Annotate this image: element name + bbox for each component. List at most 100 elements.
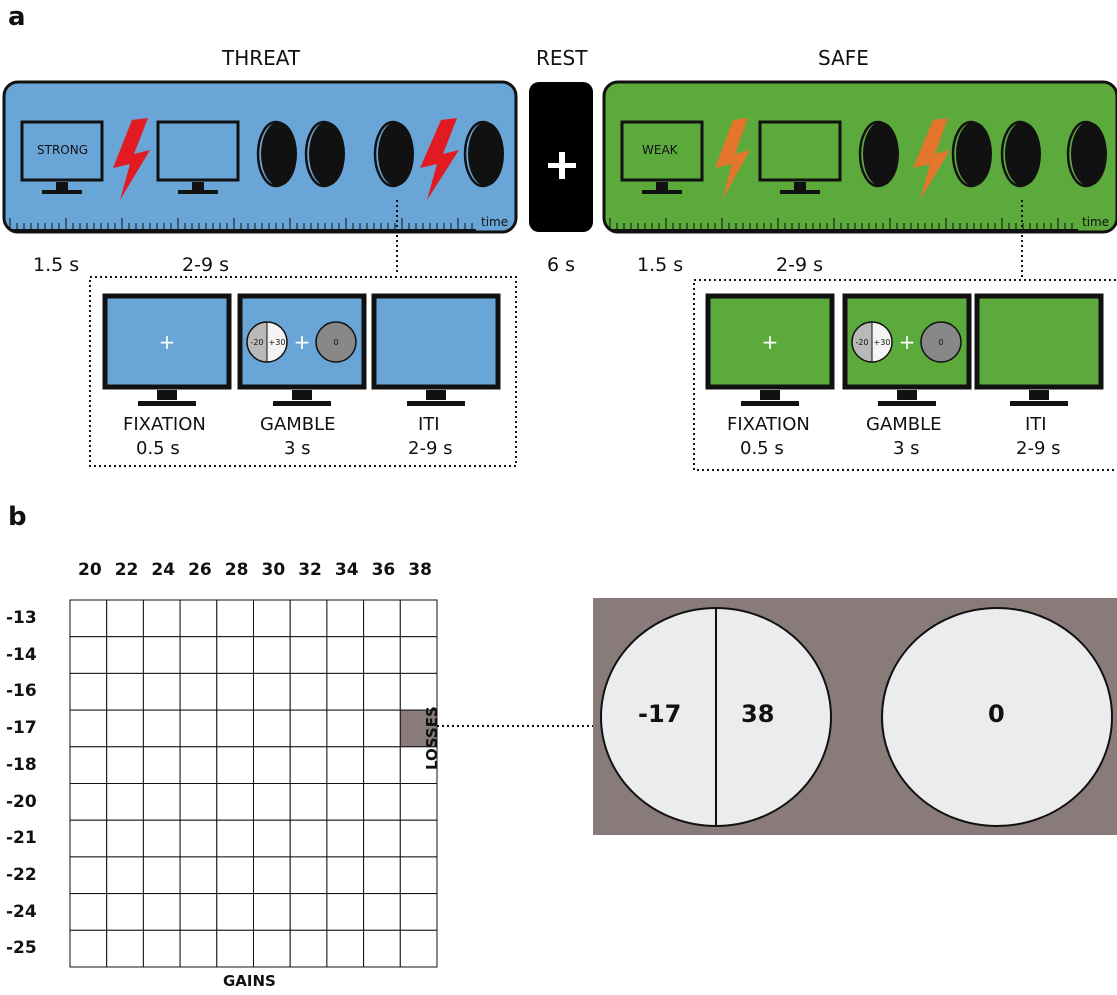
grid-cell [289,783,328,821]
grid-cell [289,819,328,858]
grid-cell [216,746,255,784]
safe-time-ruler [609,218,1078,231]
rest-heading: REST [536,46,588,70]
grid-cell [179,893,218,931]
gain-tick-label: 28 [224,560,249,580]
gain-tick-label: 26 [188,560,212,580]
grid-cell [253,893,291,931]
grid-cell [106,819,144,858]
grid-cell [216,893,255,931]
grid-cell [289,856,328,895]
loss-tick-label: -13 [6,608,37,628]
safe-cue-text: WEAK [642,143,678,157]
grid-cell [253,672,291,711]
threat-shock-bolt-icon [113,118,150,200]
safe-fixation-monitor: + [705,293,835,406]
grid-cell [399,746,438,784]
loss-tick-label: -21 [6,828,37,849]
grid-cell [179,672,218,711]
grid-cell [179,929,218,968]
gain-tick-label: 32 [298,560,322,580]
threat-step-name-gamble: GAMBLE [260,414,336,435]
threat-time-label: time [481,215,509,229]
grid-cell [106,893,144,931]
gains-axis-label: GAINS [223,972,276,990]
coin-icon: $ [256,120,297,188]
grid-cell [363,599,401,638]
fixation-cross: + [762,330,779,354]
threat-cue-text: STRONG [37,143,89,157]
coin-icon: $ [951,120,992,188]
grid-cell [69,929,108,968]
mini-gamble-gain: +30 [269,338,286,347]
grid-cell [106,636,144,674]
dollar-sign-icon: $ [315,141,333,171]
grid-cell [399,599,438,638]
coin-icon: $ [463,120,504,188]
example-sure-value: 0 [988,700,1005,728]
grid-cell [142,636,181,674]
safe-trial-box [693,279,1117,471]
loss-tick-label: -25 [6,938,37,959]
grid-cell [363,929,401,968]
example-loss-value: -17 [638,700,682,728]
dollar-sign-icon: $ [474,141,492,171]
grid-cell [142,929,181,968]
grid-cell [216,819,255,858]
grid-cell [179,746,218,784]
threat-cue-monitor [20,120,104,194]
mini-gamble-loss: -20 [855,338,868,347]
grid-cell [253,783,291,821]
gain-tick-label: 22 [114,560,139,580]
losses-axis-label: LOSSES [423,706,441,770]
safe-gamble-monitor: -20+30+0 [842,293,972,406]
safe-wait-duration: 2-9 s [776,254,823,276]
coin-icon: $ [304,120,345,188]
grid-cell [216,856,255,895]
grid-cell [142,599,181,638]
threat-iti-monitor [371,293,501,406]
mini-gamble-gain: +30 [874,338,891,347]
fixation-cross: + [899,330,916,354]
loss-tick-label: -18 [6,754,37,775]
gain-tick-label: 30 [261,560,286,580]
dollar-sign-icon: $ [1077,141,1095,171]
grid-cell [253,929,291,968]
grid-cell [179,636,218,674]
threat-trial-box [89,276,517,467]
grid-cell [363,856,401,895]
gain-tick-label: 24 [151,560,176,580]
safe-time-label: time [1082,215,1110,229]
grid-cell [399,783,438,821]
example-sure-circle [881,607,1113,827]
rest-cross-v [559,152,565,179]
grid-cell [289,746,328,784]
grid-cell [363,819,401,858]
grid-cell [289,893,328,931]
grid-cell [106,709,144,748]
threat-time-ruler [9,218,476,231]
threat-wait-duration: 2-9 s [182,254,229,276]
grid-cell [216,783,255,821]
threat-wait-monitor [156,120,240,194]
grid-cell [253,709,291,748]
threat-gamble-monitor: -20+30+0 [237,293,367,406]
grid-cell [179,856,218,895]
grid-cell [69,599,108,638]
grid-cell [216,636,255,674]
grid-cell [253,636,291,674]
grid-cell [216,599,255,638]
grid-cell-highlight [399,709,438,748]
grid-cell [106,599,144,638]
grid-cell [326,746,365,784]
grid-cell [326,709,365,748]
grid-cell [216,709,255,748]
threat-fixation-monitor: + [102,293,232,406]
grid-cell [363,783,401,821]
grid-cell [326,599,365,638]
grid-cell [289,672,328,711]
coin-icon: $ [858,120,899,188]
grid-cell [106,746,144,784]
grid-cell [142,819,181,858]
grid-cell [326,636,365,674]
